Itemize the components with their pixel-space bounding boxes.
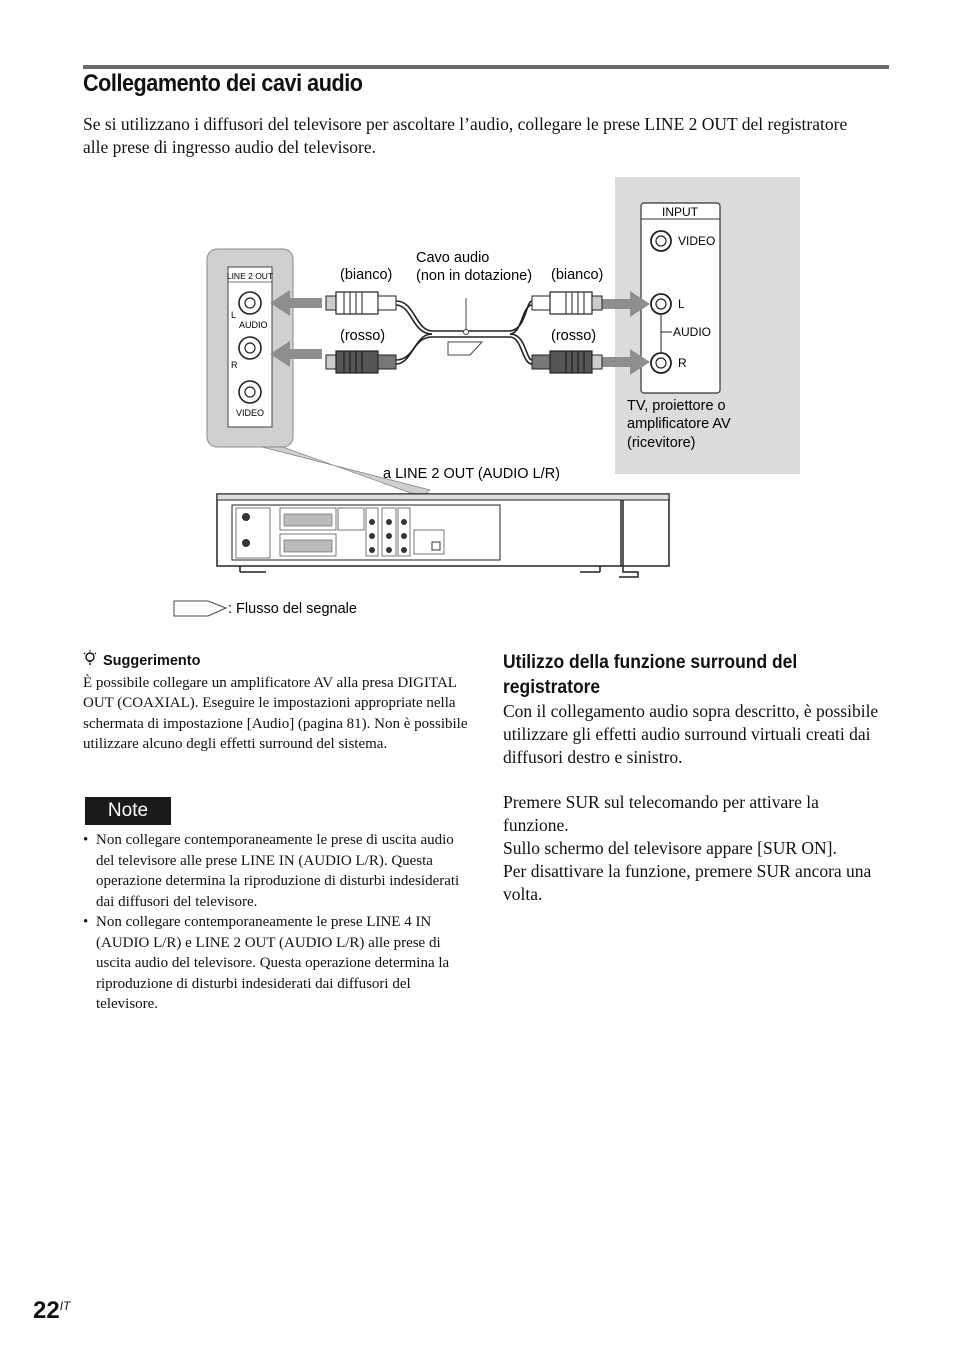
tv-audio-r-jack — [650, 352, 672, 374]
lightbulb-icon — [83, 650, 97, 673]
signal-arrow-right-bottom — [602, 349, 650, 375]
tv-video-jack — [650, 230, 672, 252]
intro-paragraph: Se si utilizzano i diffusori del televis… — [83, 114, 848, 157]
recorder-l-label: L — [231, 310, 236, 320]
tv-l-label: L — [678, 297, 685, 311]
tip-block: Suggerimento È possibile collegare un am… — [83, 650, 473, 755]
signal-arrow-left-top — [270, 290, 322, 316]
cable-label-1: Cavo audio — [416, 250, 489, 266]
page-number: 22IT — [33, 1297, 70, 1325]
audio-cable — [395, 300, 533, 365]
left-white-plug — [325, 291, 397, 315]
left-red-label: (rosso) — [340, 328, 385, 344]
page-number-suffix: IT — [59, 1299, 71, 1313]
recorder-video-jack — [238, 380, 262, 404]
surround-para-4: Per disattivare la funzione, premere SUR… — [503, 861, 872, 904]
connection-diagram: INPUT VIDEO L AUDIO R TV, proiettore o a… — [160, 170, 810, 630]
surround-para-2: Premere SUR sul telecomando per attivare… — [503, 792, 819, 835]
recorder-r-label: R — [231, 360, 238, 370]
right-red-plug — [531, 350, 603, 374]
signal-flow-legend-label: : Flusso del segnale — [228, 601, 357, 617]
recorder-rear-view — [216, 493, 670, 578]
recorder-panel-title: LINE 2 OUT — [227, 271, 273, 281]
cable-label-2: (non in dotazione) — [416, 268, 532, 284]
left-red-plug — [325, 350, 397, 374]
tip-text: È possibile collegare un amplificatore A… — [83, 674, 468, 753]
tv-video-label: VIDEO — [678, 234, 715, 248]
tv-input-title: INPUT — [662, 205, 699, 219]
tv-caption-2: amplificatore AV — [627, 416, 731, 432]
surround-para-1: Con il collegamento audio sopra descritt… — [503, 701, 879, 767]
tip-heading: Suggerimento — [83, 650, 473, 673]
right-red-label: (rosso) — [551, 328, 596, 344]
tv-audio-l-jack — [650, 293, 672, 315]
note-item: Non collegare contemporaneamente le pres… — [83, 912, 473, 1015]
page-title: Collegamento dei cavi audio — [83, 70, 363, 97]
note-list: Non collegare contemporaneamente le pres… — [83, 830, 473, 1015]
note-badge: Note — [85, 797, 171, 825]
diagram-svg: INPUT VIDEO L AUDIO R TV, proiettore o a… — [173, 177, 800, 617]
page-number-value: 22 — [33, 1297, 60, 1324]
surround-para-3: Sullo schermo del televisore appare [SUR… — [503, 838, 837, 858]
tv-r-label: R — [678, 356, 687, 370]
right-white-label: (bianco) — [551, 267, 603, 283]
left-white-label: (bianco) — [340, 267, 392, 283]
right-white-plug — [531, 291, 603, 315]
recorder-video-label: VIDEO — [236, 408, 264, 418]
note-item: Non collegare contemporaneamente le pres… — [83, 830, 473, 912]
recorder-r-jack — [238, 336, 262, 360]
signal-flow-legend-icon — [173, 600, 228, 617]
surround-body: Con il collegamento audio sopra descritt… — [503, 700, 888, 906]
title-rule — [83, 65, 889, 69]
signal-arrow-right-top — [602, 291, 650, 317]
tv-caption-3: (ricevitore) — [627, 435, 695, 451]
signal-arrow-left-bottom — [270, 341, 322, 367]
recorder-l-jack — [238, 291, 262, 315]
line2-out-label: a LINE 2 OUT (AUDIO L/R) — [383, 466, 560, 482]
tv-audio-label: AUDIO — [673, 325, 711, 339]
tv-caption-1: TV, proiettore o — [627, 398, 726, 414]
recorder-audio-label: AUDIO — [239, 320, 268, 330]
tip-heading-label: Suggerimento — [103, 653, 201, 669]
surround-heading: Utilizzo della funzione surround del reg… — [503, 652, 798, 698]
